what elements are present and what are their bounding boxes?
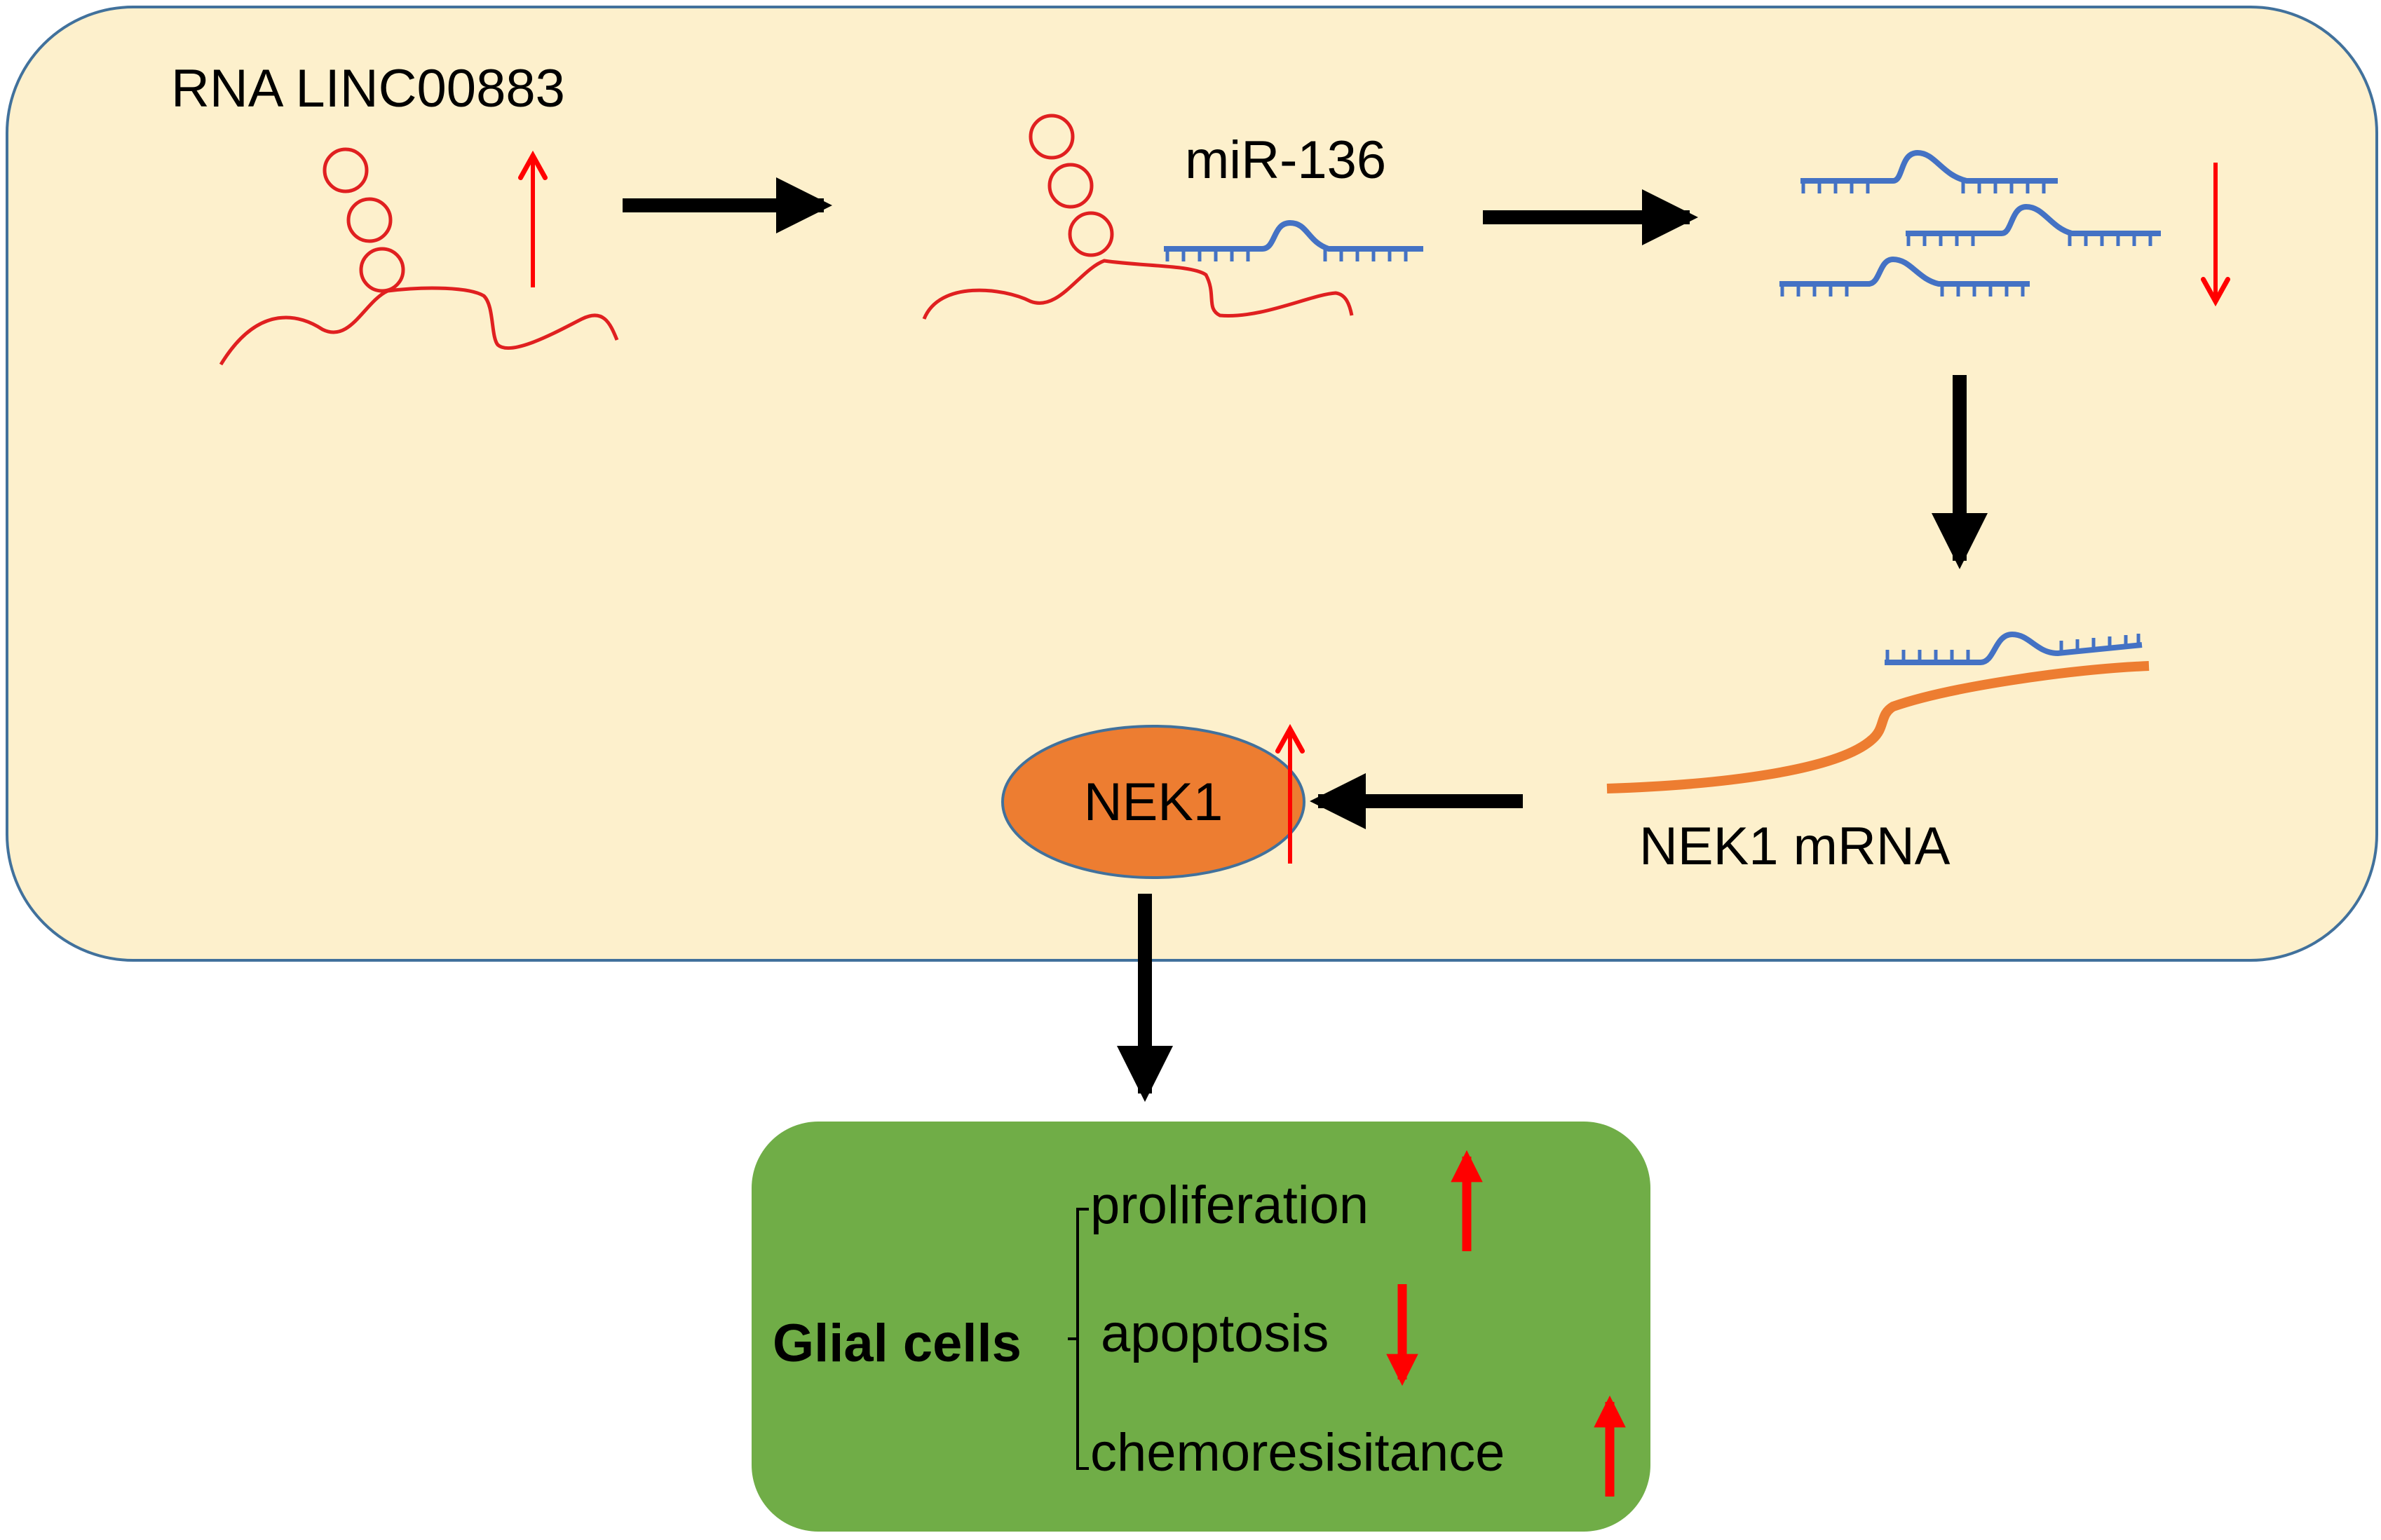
effects-bracket: [1068, 1208, 1089, 1470]
lncrna-sponge-strand-icon: [922, 114, 1354, 320]
mirna-strand-icon: [1164, 219, 1423, 261]
outcome-box: [752, 1122, 1650, 1532]
mirna-bound-strand-icon: [1885, 631, 2143, 665]
effect-proliferation-label: proliferation: [1090, 1176, 1369, 1235]
cell-type-label: Glial cells: [773, 1314, 1022, 1373]
nek1-mrna-label: NEK1 mRNA: [1639, 817, 1951, 876]
cell-panel: [6, 6, 2378, 962]
effect-chemoresistance-label: chemoresisitance: [1090, 1423, 1505, 1483]
nek1-mrna-strand-icon: [1606, 661, 2150, 793]
lncrna-label: RNA LINC00883: [171, 59, 565, 118]
mirna-reduced-strands-icon: [1779, 149, 2161, 297]
nek1-protein-label: NEK1: [1084, 772, 1223, 832]
effect-apoptosis-label: apoptosis: [1101, 1304, 1329, 1363]
mirna-label: miR-136: [1185, 130, 1386, 190]
nek1-protein-ellipse-icon: [1001, 725, 1305, 879]
lncrna-strand-icon: [219, 147, 619, 366]
